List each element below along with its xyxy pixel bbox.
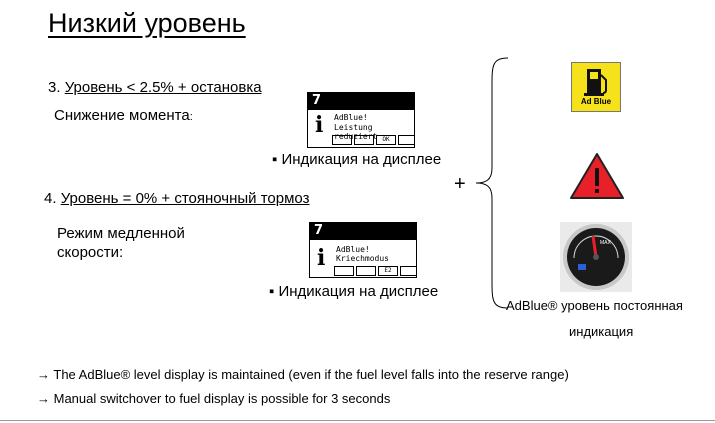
permanent-display-line2: индикация: [569, 324, 634, 339]
gauge-max-label: MAX: [600, 240, 611, 246]
item3-heading: 3. Уровень < 2.5% + остановка: [48, 79, 262, 96]
item3-effect-text: Снижение момента: [54, 107, 190, 124]
display-line2: Kriechmodus: [336, 254, 389, 263]
item4-heading-text: Уровень = 0% + стояночный тормоз: [60, 190, 310, 207]
display-header: 7: [308, 93, 414, 110]
display-screen-torque-reduction: 7 i AdBlue! Leistung reduziert OK: [307, 92, 415, 148]
softkey-4: [400, 266, 416, 276]
gauge-icon: [563, 224, 629, 290]
plus-sign: +: [454, 173, 466, 195]
curly-brace: [475, 57, 509, 309]
item4-heading: 4. Уровень = 0% + стояночный тормоз: [44, 190, 309, 207]
item4-number: 4.: [44, 190, 61, 207]
adblue-gauge-photo: MAX: [560, 222, 632, 292]
display-header: 7: [310, 223, 416, 240]
item4-effect-line2: скорости:: [57, 244, 124, 261]
softkey-1: [334, 266, 354, 276]
display-softkeys: OK: [332, 135, 414, 145]
display-line1: AdBlue!: [336, 245, 370, 254]
softkey-2: [354, 135, 374, 145]
gear-indicator: 7: [314, 223, 324, 238]
adblue-icon-label: Ad Blue: [580, 97, 612, 106]
item3-effect-suffix: :: [189, 111, 193, 123]
item4-indication: ▪ Индикация на дисплее: [269, 283, 439, 300]
display-softkeys: E2: [334, 266, 416, 276]
note-level-display-maintained: → The AdBlue® level display is maintaine…: [37, 367, 569, 382]
note-manual-switchover: → Manual switchover to fuel display is p…: [37, 391, 391, 406]
softkey-1: [332, 135, 352, 145]
display-screen-creep-mode: 7 i AdBlue! Kriechmodus E2: [309, 222, 417, 278]
page-title: Низкий уровень: [48, 8, 246, 38]
item3-indication: ▪ Индикация на дисплее: [272, 151, 442, 168]
item4-effect-line1: Режим медленной: [57, 225, 185, 242]
softkey-ok: OK: [376, 135, 396, 145]
info-icon: i: [317, 245, 326, 271]
softkey-4: [398, 135, 414, 145]
softkey-3: E2: [378, 266, 398, 276]
softkey-2: [356, 266, 376, 276]
adblue-fuel-icon: Ad Blue: [571, 62, 621, 112]
item3-effect: Снижение момента:: [54, 107, 193, 124]
display-line1: AdBlue!: [334, 113, 368, 122]
fuel-pump-icon: [584, 69, 607, 96]
gear-indicator: 7: [312, 93, 322, 108]
permanent-display-line1: AdBlue® уровень постоянная: [506, 298, 683, 313]
item3-number: 3.: [48, 79, 65, 96]
display-line2: Leistung reduziert: [334, 123, 378, 141]
info-icon: i: [315, 112, 324, 138]
warning-triangle-icon: [570, 153, 624, 199]
bottom-divider: [0, 420, 715, 421]
item3-heading-text: Уровень < 2.5% + остановка: [64, 79, 262, 96]
